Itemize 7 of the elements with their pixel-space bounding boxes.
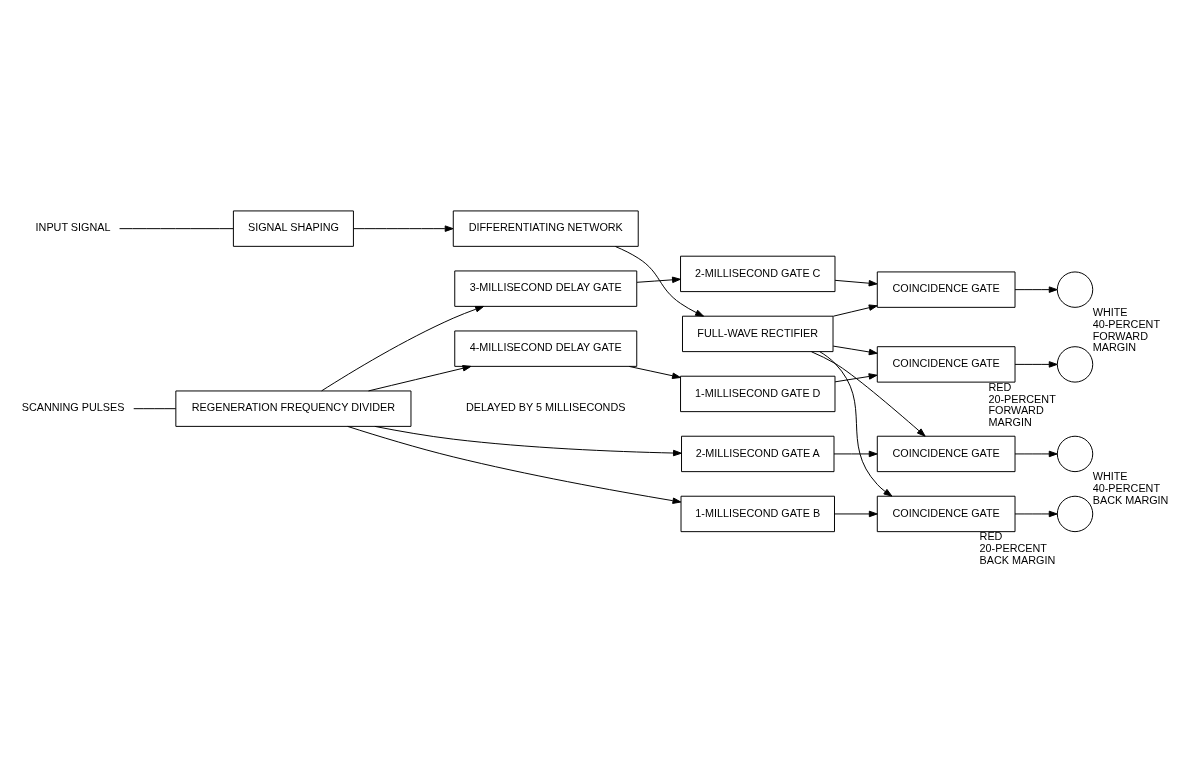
- node-label: WHITE 40-PERCENT BACK MARGIN: [1092, 470, 1169, 506]
- node-label: WHITE 40-PERCENT FORWARD MARGIN: [1092, 306, 1161, 354]
- node-text: INPUT SIGNAL: [35, 221, 111, 234]
- node-text: SCANNING PULSES: [21, 401, 125, 414]
- label: DELAYED BY 5 MILLISECONDS: [466, 401, 626, 414]
- node-label: RED 20-PERCENT BACK MARGIN: [979, 530, 1056, 566]
- node-label: RED 20-PERCENT FORWARD MARGIN: [988, 380, 1056, 429]
